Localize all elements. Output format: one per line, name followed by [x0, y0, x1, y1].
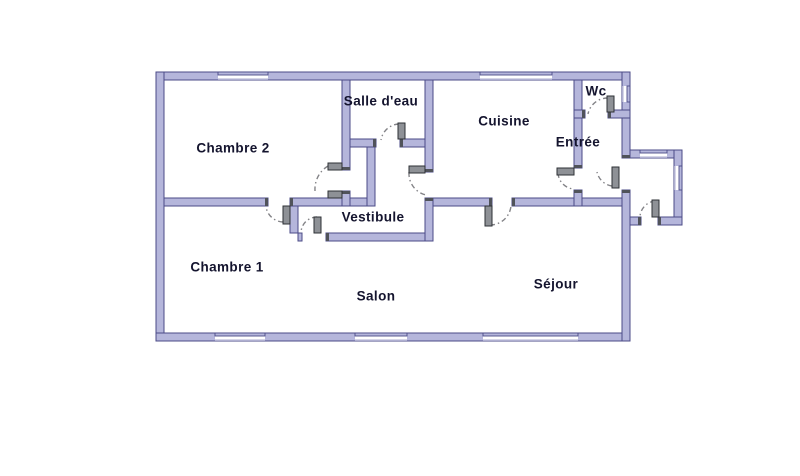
window-glazing — [214, 332, 266, 337]
door-leaf — [408, 165, 426, 174]
door-swing-arc — [596, 171, 613, 187]
door-jamb-cap — [400, 139, 403, 147]
window-opening — [674, 166, 682, 190]
door-swing-arc — [587, 97, 609, 115]
door-leaf — [397, 122, 406, 140]
room-label-1: Salle d'eau — [344, 94, 418, 109]
door-swing-arc — [489, 205, 512, 226]
door-jamb-cap — [608, 110, 611, 118]
door-jamb-cap — [326, 233, 329, 241]
door-jamb-cap — [582, 110, 585, 118]
window-sill-line — [218, 78, 268, 80]
door-jamb-cap — [342, 167, 350, 170]
door-swing-arc — [380, 123, 400, 141]
windows-layer — [214, 71, 683, 341]
window-opening — [218, 72, 268, 80]
window-opening — [483, 333, 578, 341]
door-leaves-layer — [282, 95, 660, 234]
room-label-2: Cuisine — [478, 114, 530, 129]
door-jamb-cap — [265, 198, 268, 206]
wall — [657, 216, 683, 226]
door-swing-arc — [265, 206, 284, 223]
window-sill-line — [640, 156, 667, 158]
door-jamb-cap — [638, 217, 641, 225]
window-sill-line — [674, 166, 676, 190]
window-sill-line — [355, 339, 407, 341]
room-label-5: Vestibule — [342, 210, 405, 225]
wall — [424, 197, 434, 242]
room-label-0: Chambre 2 — [196, 141, 269, 156]
door-jamb-cap — [574, 190, 582, 193]
wall — [621, 189, 631, 342]
window-opening — [355, 333, 407, 341]
door-leaf — [327, 190, 343, 199]
window-opening — [480, 72, 552, 80]
wall — [289, 197, 376, 207]
wall — [424, 79, 434, 173]
room-label-6: Chambre 1 — [190, 260, 263, 275]
wall — [432, 197, 493, 207]
window-sill-line — [483, 339, 578, 341]
door-jamb-cap — [373, 139, 376, 147]
wall — [511, 197, 623, 207]
door-leaf — [606, 95, 615, 113]
wall — [325, 232, 434, 242]
door-jamb-cap — [622, 155, 630, 158]
door-leaf — [484, 205, 493, 227]
window-glazing — [626, 85, 631, 103]
window-opening — [640, 150, 667, 158]
window-sill-line — [215, 339, 265, 341]
door-jamb-cap — [622, 190, 630, 193]
door-arcs-layer — [265, 97, 656, 234]
walls-layer — [155, 71, 683, 342]
door-jamb-cap — [512, 198, 515, 206]
door-leaf — [327, 162, 343, 171]
window-glazing — [479, 71, 553, 76]
room-label-8: Séjour — [534, 277, 579, 292]
window-glazing — [678, 165, 683, 191]
wall — [297, 232, 303, 242]
window-sill-line — [622, 86, 624, 102]
door-swing-arc — [314, 165, 329, 192]
room-label-4: Entrée — [556, 135, 601, 150]
door-jamb-cap — [425, 198, 433, 201]
door-leaf — [611, 166, 620, 189]
door-jamb-cap — [290, 198, 293, 206]
door-leaf — [282, 205, 291, 225]
window-glazing — [354, 332, 408, 337]
window-glazing — [482, 332, 579, 337]
door-caps-layer — [265, 110, 661, 241]
door-jamb-cap — [489, 198, 492, 206]
wall — [289, 205, 299, 234]
door-jamb-cap — [342, 191, 350, 194]
wall — [163, 197, 269, 207]
room-label-7: Salon — [357, 289, 396, 304]
door-swing-arc — [408, 171, 427, 196]
window-glazing — [639, 149, 668, 154]
door-jamb-cap — [425, 169, 433, 172]
door-jamb-cap — [658, 217, 661, 225]
window-opening — [622, 86, 630, 102]
wall — [155, 71, 165, 342]
door-leaf — [651, 199, 660, 218]
room-label-3: Wc — [585, 84, 606, 99]
door-jamb-cap — [574, 165, 582, 168]
window-glazing — [217, 71, 269, 76]
window-sill-line — [480, 78, 552, 80]
wall — [349, 138, 377, 148]
window-opening — [215, 333, 265, 341]
wall — [366, 146, 376, 207]
door-leaf — [313, 216, 322, 234]
door-leaf — [556, 167, 575, 176]
